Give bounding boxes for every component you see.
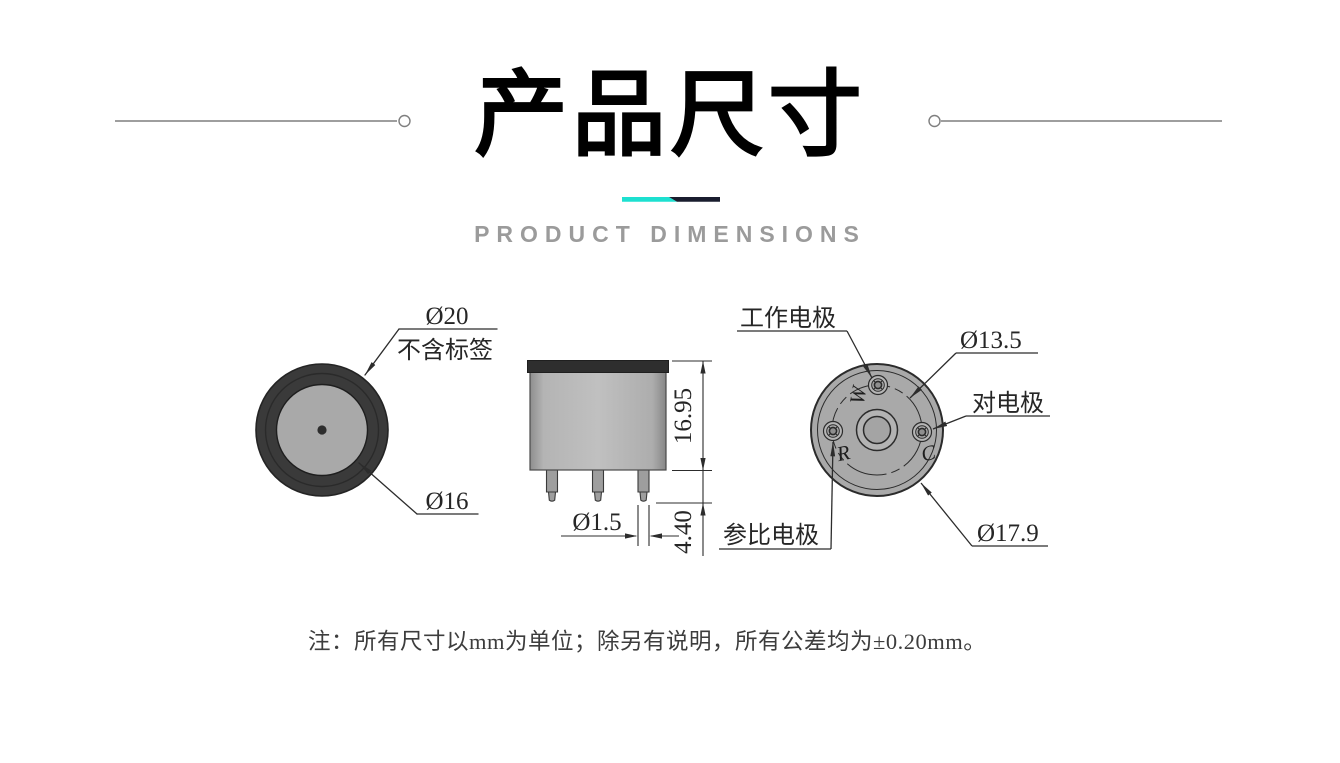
title-divider-right: [928, 114, 1222, 128]
side-view-height-label: 16.95: [670, 388, 697, 444]
leader-pin-circle-diameter: [909, 352, 1038, 399]
counter-electrode-label: 对电极: [972, 390, 1044, 417]
title-divider-left: [115, 114, 411, 128]
reference-electrode-label: 参比电极: [723, 522, 819, 549]
height-dimension-arrows: [700, 361, 706, 516]
leader-outer-diameter-bottom: [920, 482, 1048, 547]
leader-outer-diameter: [364, 328, 498, 376]
sensor-cap: [527, 360, 669, 373]
page-subtitle: PRODUCT DIMENSIONS: [474, 221, 866, 247]
counter-electrode-pin: [911, 421, 933, 443]
page-title: 产品尺寸: [473, 62, 866, 167]
side-view-drawing: 16.95 4.40 Ø1.5: [527, 360, 712, 556]
divider-end-circle: [928, 114, 941, 128]
bottom-view-drawing: W R C 工作电极 Ø13.5 对电极 参比电极 Ø17.9: [719, 305, 1050, 550]
top-view-outer-diameter-label: Ø20: [425, 303, 468, 330]
title-accent-bar: [622, 197, 720, 202]
bottom-view-outer-diameter-label: Ø17.9: [977, 520, 1039, 547]
working-pin-letter: W: [845, 382, 872, 406]
leader-working-electrode: [737, 330, 873, 379]
reference-electrode-pin: [822, 420, 844, 442]
dimension-note: 注：所有尺寸以mm为单位；除另有说明，所有公差均为±0.20mm。: [308, 629, 987, 654]
reference-pin-letter: R: [834, 440, 853, 466]
working-electrode-label: 工作电极: [740, 305, 836, 332]
pin-diameter-arrows: [625, 533, 662, 539]
top-view-drawing: Ø20 不含标签 Ø16: [255, 303, 498, 515]
electrode-pins: [822, 374, 933, 443]
top-view-inner-diameter-label: Ø16: [425, 488, 468, 515]
gas-inlet-hole: [317, 425, 327, 435]
leader-inner-diameter: [358, 462, 479, 515]
side-view-pins: [545, 469, 650, 502]
leader-counter-electrode: [932, 415, 1050, 430]
top-view-no-label-note: 不含标签: [397, 337, 493, 364]
leader-reference-electrode: [719, 441, 836, 550]
working-electrode-pin: [867, 374, 889, 396]
side-view-pin-length-label: 4.40: [670, 510, 697, 554]
side-view-pin-diameter-label: Ø1.5: [572, 509, 621, 536]
pin-circle-diameter-label: Ø13.5: [960, 327, 1022, 354]
divider-end-circle: [398, 114, 411, 128]
